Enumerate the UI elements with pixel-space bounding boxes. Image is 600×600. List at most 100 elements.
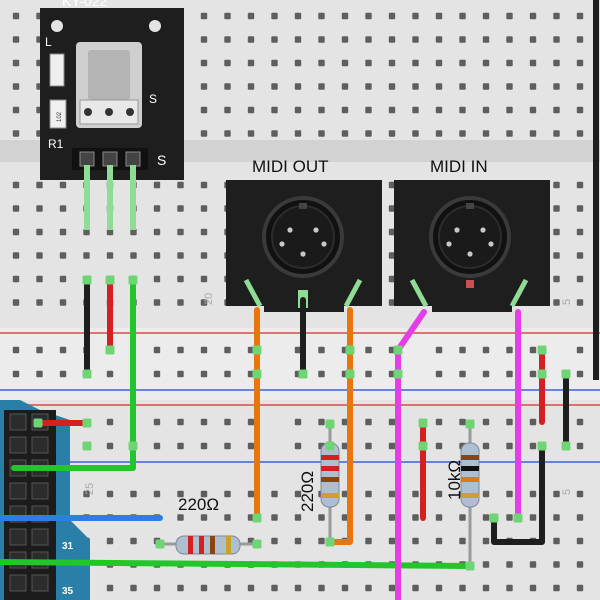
breadboard-hole	[200, 181, 208, 189]
connected-hole	[418, 418, 428, 428]
breadboard-hole	[341, 130, 349, 137]
breadboard-hole	[553, 584, 560, 592]
breadboard-hole	[294, 346, 302, 354]
breadboard-hole	[576, 370, 584, 378]
midi-out-pin	[321, 241, 327, 247]
breadboard-hole	[318, 106, 325, 114]
breadboard-hole	[341, 442, 349, 450]
breadboard-hole	[529, 106, 537, 114]
breadboard-hole	[294, 442, 302, 450]
breadboard-hole	[506, 346, 513, 354]
breadboard-hole	[482, 83, 490, 90]
breadboard-hole	[341, 83, 349, 90]
breadboard-hole	[247, 490, 255, 498]
breadboard-hole	[459, 537, 466, 545]
midi-in-red-marker	[466, 280, 474, 288]
breadboard-hole	[341, 36, 349, 43]
breadboard-hole	[59, 275, 67, 283]
breadboard-hole	[506, 36, 513, 43]
connected-hole	[155, 539, 165, 549]
breadboard-hole	[553, 537, 560, 545]
breadboard-hole	[271, 12, 278, 20]
breadboard-hole	[247, 442, 255, 450]
breadboard-hole	[388, 442, 396, 450]
connected-hole	[128, 275, 138, 285]
breadboard-hole	[59, 346, 67, 354]
breadboard-hole	[247, 12, 255, 20]
breadboard-hole	[365, 59, 372, 67]
resistor-220-horizontal: 220Ω	[160, 495, 257, 555]
connected-hole	[105, 345, 115, 355]
breadboard-hole	[553, 490, 560, 498]
breadboard-hole	[459, 36, 466, 43]
breadboard-hole	[365, 130, 372, 137]
breadboard-hole	[200, 12, 208, 20]
breadboard-hole	[412, 584, 419, 592]
breadboard-hole	[506, 12, 513, 20]
breadboard-hole	[130, 584, 137, 592]
breadboard-hole	[294, 12, 302, 20]
breadboard-hole	[435, 418, 443, 426]
breadboard-hole	[294, 130, 302, 137]
breadboard-hole	[435, 83, 443, 90]
breadboard-hole	[271, 514, 278, 521]
row-number-5-top: 5	[561, 299, 573, 305]
breadboard-hole	[365, 490, 372, 498]
breadboard-hole	[200, 418, 208, 426]
breadboard-hole	[576, 418, 584, 426]
breadboard-hole	[12, 252, 20, 259]
breadboard-hole	[388, 205, 396, 212]
breadboard-hole	[318, 514, 325, 521]
breadboard-hole	[12, 275, 20, 283]
breadboard-hole	[177, 584, 184, 592]
breadboard-hole	[200, 130, 208, 137]
breadboard-hole	[365, 12, 372, 20]
connected-hole	[105, 275, 115, 285]
breadboard-hole	[59, 181, 67, 189]
breadboard-hole	[553, 36, 560, 43]
header-pin-socket	[9, 413, 27, 431]
breadboard-hole	[388, 275, 396, 283]
midi-out-label: MIDI OUT	[252, 157, 329, 176]
breadboard-hole	[153, 370, 161, 378]
breadboard-hole	[177, 514, 184, 521]
breadboard-hole	[529, 83, 537, 90]
breadboard-hole	[388, 130, 396, 137]
breadboard-hole	[59, 228, 67, 236]
connected-hole	[489, 513, 499, 523]
midi-in-socket-inner	[438, 205, 502, 269]
breadboard-hole	[435, 36, 443, 43]
breadboard-hole	[576, 442, 584, 450]
breadboard-hole	[200, 106, 208, 114]
breadboard-hole	[459, 418, 466, 426]
breadboard-hole	[459, 370, 466, 378]
breadboard-hole	[435, 584, 443, 592]
resistor-band	[321, 493, 339, 498]
breadboard-hole	[12, 346, 20, 354]
breadboard-hole	[388, 228, 396, 236]
breadboard-hole	[247, 59, 255, 67]
breadboard-hole	[294, 514, 302, 521]
breadboard-hole	[294, 584, 302, 592]
breadboard-hole	[200, 275, 208, 283]
breadboard-hole	[200, 514, 208, 521]
midi-in-label: MIDI IN	[430, 157, 488, 176]
header-pin-socket	[31, 574, 49, 592]
breadboard-hole	[576, 537, 584, 545]
breadboard-hole	[247, 36, 255, 43]
ir-sensor-lens	[88, 50, 130, 100]
breadboard-hole	[506, 442, 513, 450]
breadboard-hole	[435, 442, 443, 450]
breadboard-hole	[200, 83, 208, 90]
row-number-25: 25	[84, 483, 96, 495]
module-header-pin-1	[79, 151, 95, 167]
breadboard-hole	[12, 130, 20, 137]
breadboard-hole	[130, 252, 137, 259]
breadboard-hole	[365, 346, 372, 354]
connected-hole	[465, 561, 475, 571]
breadboard-hole	[482, 442, 490, 450]
breadboard-hole	[388, 12, 396, 20]
breadboard-hole	[459, 584, 466, 592]
breadboard-hole	[341, 490, 349, 498]
header-pin-socket	[9, 528, 27, 546]
